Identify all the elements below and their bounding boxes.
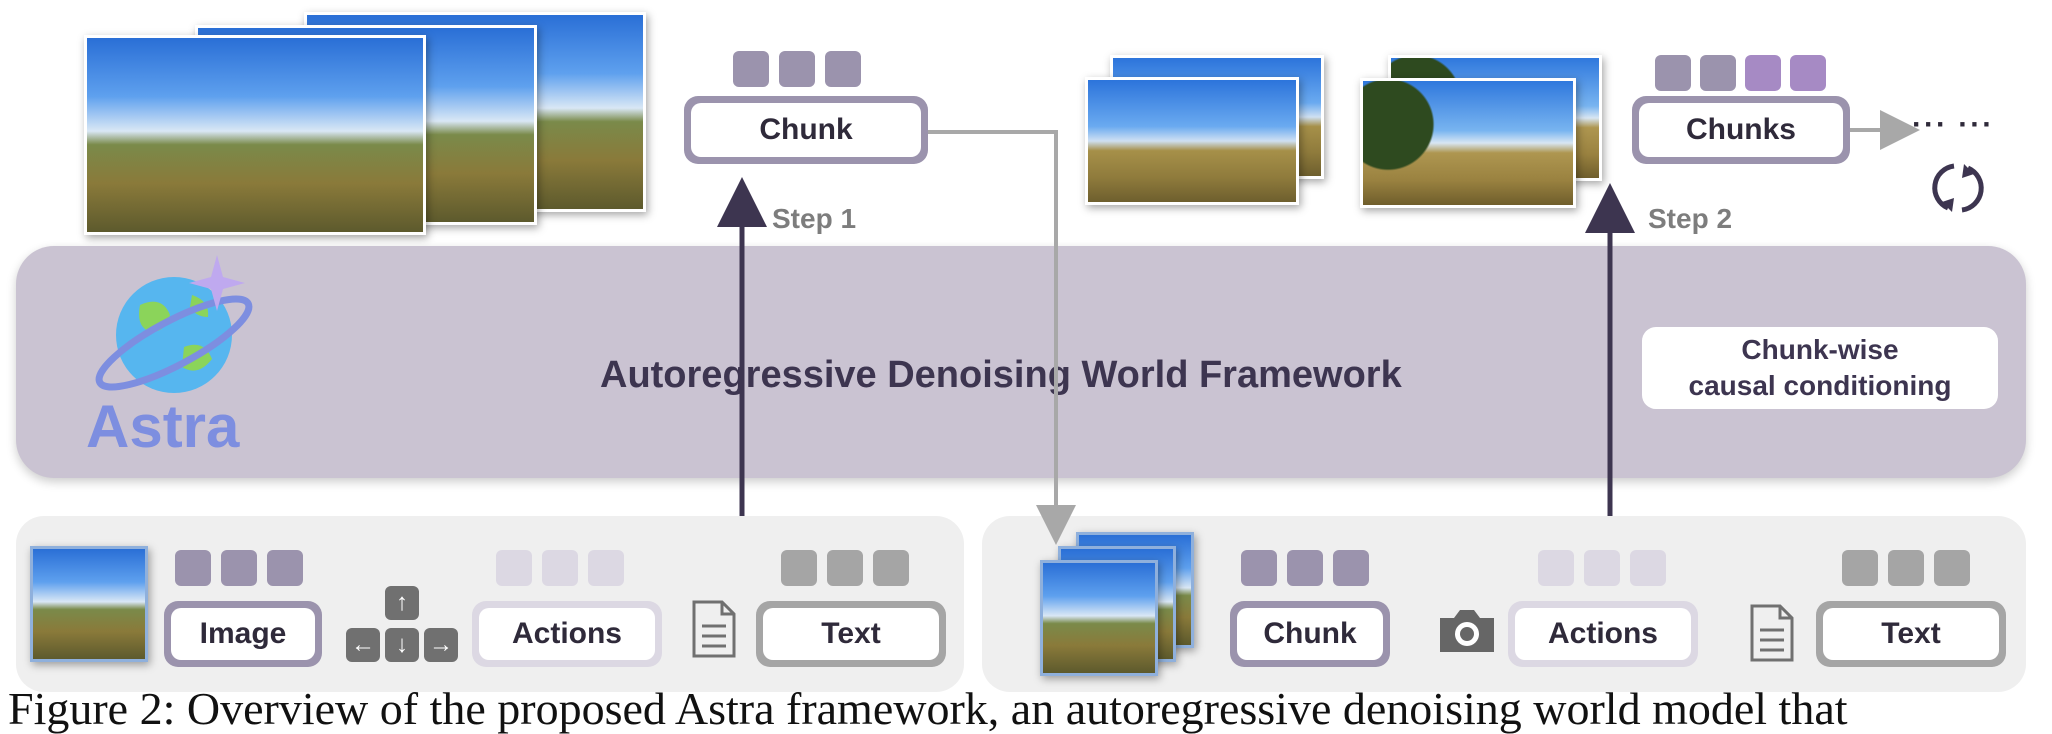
text-pill-left-label: Text xyxy=(763,608,939,660)
image-pill-label: Image xyxy=(171,608,315,660)
chunk-pill-bottom-label: Chunk xyxy=(1237,608,1383,660)
generated-frame-front xyxy=(1085,77,1299,205)
chunk-token-bottom xyxy=(1287,550,1323,586)
arrow-left-key: ← xyxy=(346,628,380,662)
arrow-down-key: ↓ xyxy=(385,628,419,662)
generated-frame-step2-front xyxy=(1360,78,1576,208)
text-token-right xyxy=(1842,550,1878,586)
image-token xyxy=(267,550,303,586)
actions-token-right xyxy=(1538,550,1574,586)
actions-pill-right: Actions xyxy=(1508,601,1698,667)
text-token xyxy=(781,550,817,586)
chunk-frame-front xyxy=(1040,560,1158,676)
text-token-right xyxy=(1888,550,1924,586)
image-token xyxy=(221,550,257,586)
astra-logo-text: Astra xyxy=(86,393,240,460)
chunks-token-new xyxy=(1745,55,1781,91)
actions-token-right xyxy=(1630,550,1666,586)
text-token xyxy=(873,550,909,586)
text-token xyxy=(827,550,863,586)
actions-token xyxy=(588,550,624,586)
refresh-icon xyxy=(1928,158,1988,223)
astra-logo-icon xyxy=(92,255,262,410)
chunks-token-new xyxy=(1790,55,1826,91)
input-frame-front xyxy=(84,35,426,235)
step-2-label: Step 2 xyxy=(1648,203,1733,234)
conditioning-line-1: Chunk-wise xyxy=(1741,334,1899,365)
actions-token xyxy=(542,550,578,586)
chunk-token-bottom xyxy=(1241,550,1277,586)
text-pill-right-label: Text xyxy=(1823,608,1999,660)
chunk-token xyxy=(779,51,815,87)
chunks-pill-top: Chunks xyxy=(1632,96,1850,164)
text-token-right xyxy=(1934,550,1970,586)
image-thumbnail xyxy=(30,546,148,662)
document-icon-right xyxy=(1748,602,1796,669)
chunks-pill-top-label: Chunks xyxy=(1639,103,1843,157)
actions-pill-left-label: Actions xyxy=(479,608,655,660)
actions-token-right xyxy=(1584,550,1620,586)
framework-title: Autoregressive Denoising World Framework xyxy=(600,354,1402,396)
actions-pill-right-label: Actions xyxy=(1515,608,1691,660)
chunk-pill-top: Chunk xyxy=(684,96,928,164)
arrow-up-key: ↑ xyxy=(385,586,419,620)
chunk-token-bottom xyxy=(1333,550,1369,586)
chunks-token xyxy=(1655,55,1691,91)
step-1-label: Step 1 xyxy=(772,203,857,234)
arrow-right-key: → xyxy=(424,628,458,662)
arrow-keys-icon: ↑ ← ↓ → xyxy=(346,586,460,664)
figure-caption: Figure 2: Overview of the proposed Astra… xyxy=(8,683,1848,734)
chunk-token xyxy=(733,51,769,87)
image-token xyxy=(175,550,211,586)
chunk-token xyxy=(825,51,861,87)
chunks-token xyxy=(1700,55,1736,91)
text-pill-left: Text xyxy=(756,601,946,667)
ellipsis-text: ··· ··· xyxy=(1912,108,1995,141)
document-icon xyxy=(690,598,738,665)
camera-icon xyxy=(1436,606,1498,661)
text-pill-right: Text xyxy=(1816,601,2006,667)
conditioning-box: Chunk-wise causal conditioning xyxy=(1642,327,1998,409)
actions-pill-left: Actions xyxy=(472,601,662,667)
chunk-pill-top-label: Chunk xyxy=(691,103,921,157)
actions-token xyxy=(496,550,532,586)
image-pill: Image xyxy=(164,601,322,667)
chunk-pill-bottom: Chunk xyxy=(1230,601,1390,667)
conditioning-line-2: causal conditioning xyxy=(1688,370,1952,401)
